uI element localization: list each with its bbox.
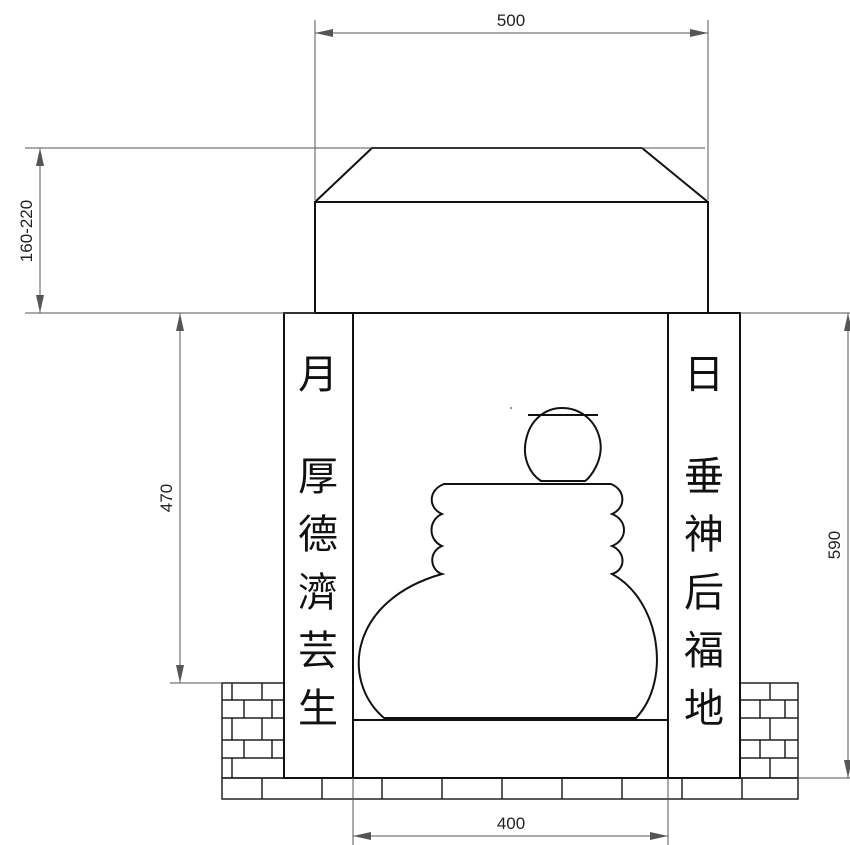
right-couplet-char-6: 地	[684, 686, 724, 732]
roof-cap	[314, 147, 709, 314]
dimension-top-width: 500	[314, 11, 709, 200]
right-couplet-char-3: 神	[684, 512, 724, 558]
dimension-bottom-width: 400	[352, 778, 669, 845]
dimension-total-height-label: 590	[825, 531, 844, 559]
right-couplet-char-5: 福	[684, 628, 724, 674]
left-couplet-char-6: 生	[298, 686, 338, 732]
dimension-inner-height-label: 470	[157, 484, 176, 512]
right-couplet-char-1: 日	[684, 352, 724, 398]
dimension-bottom-width-label: 400	[497, 814, 525, 833]
dimension-inner-height: 470	[157, 313, 222, 684]
left-couplet-char-4: 濟	[298, 570, 338, 616]
left-couplet-char-1: 月	[298, 352, 338, 398]
right-couplet-char-2: 垂	[684, 454, 724, 500]
bottom-brick-row	[221, 777, 799, 800]
left-couplet-char-3: 德	[298, 512, 338, 558]
dimension-cap-height: 160-220	[17, 147, 705, 314]
dimension-cap-height-label: 160-220	[17, 200, 36, 262]
left-couplet: 月 厚 德 濟 芸 生	[298, 352, 338, 732]
right-brick-base	[739, 682, 799, 779]
right-couplet-char-4: 后	[684, 570, 724, 616]
left-couplet-char-2: 厚	[298, 454, 338, 500]
dimension-total-height: 590	[740, 312, 850, 779]
right-couplet: 日 垂 神 后 福 地	[684, 352, 724, 732]
left-couplet-char-5: 芸	[298, 628, 338, 674]
urn-shape-icon	[357, 406, 658, 719]
dimension-top-width-label: 500	[497, 11, 525, 30]
left-brick-base	[221, 682, 285, 779]
